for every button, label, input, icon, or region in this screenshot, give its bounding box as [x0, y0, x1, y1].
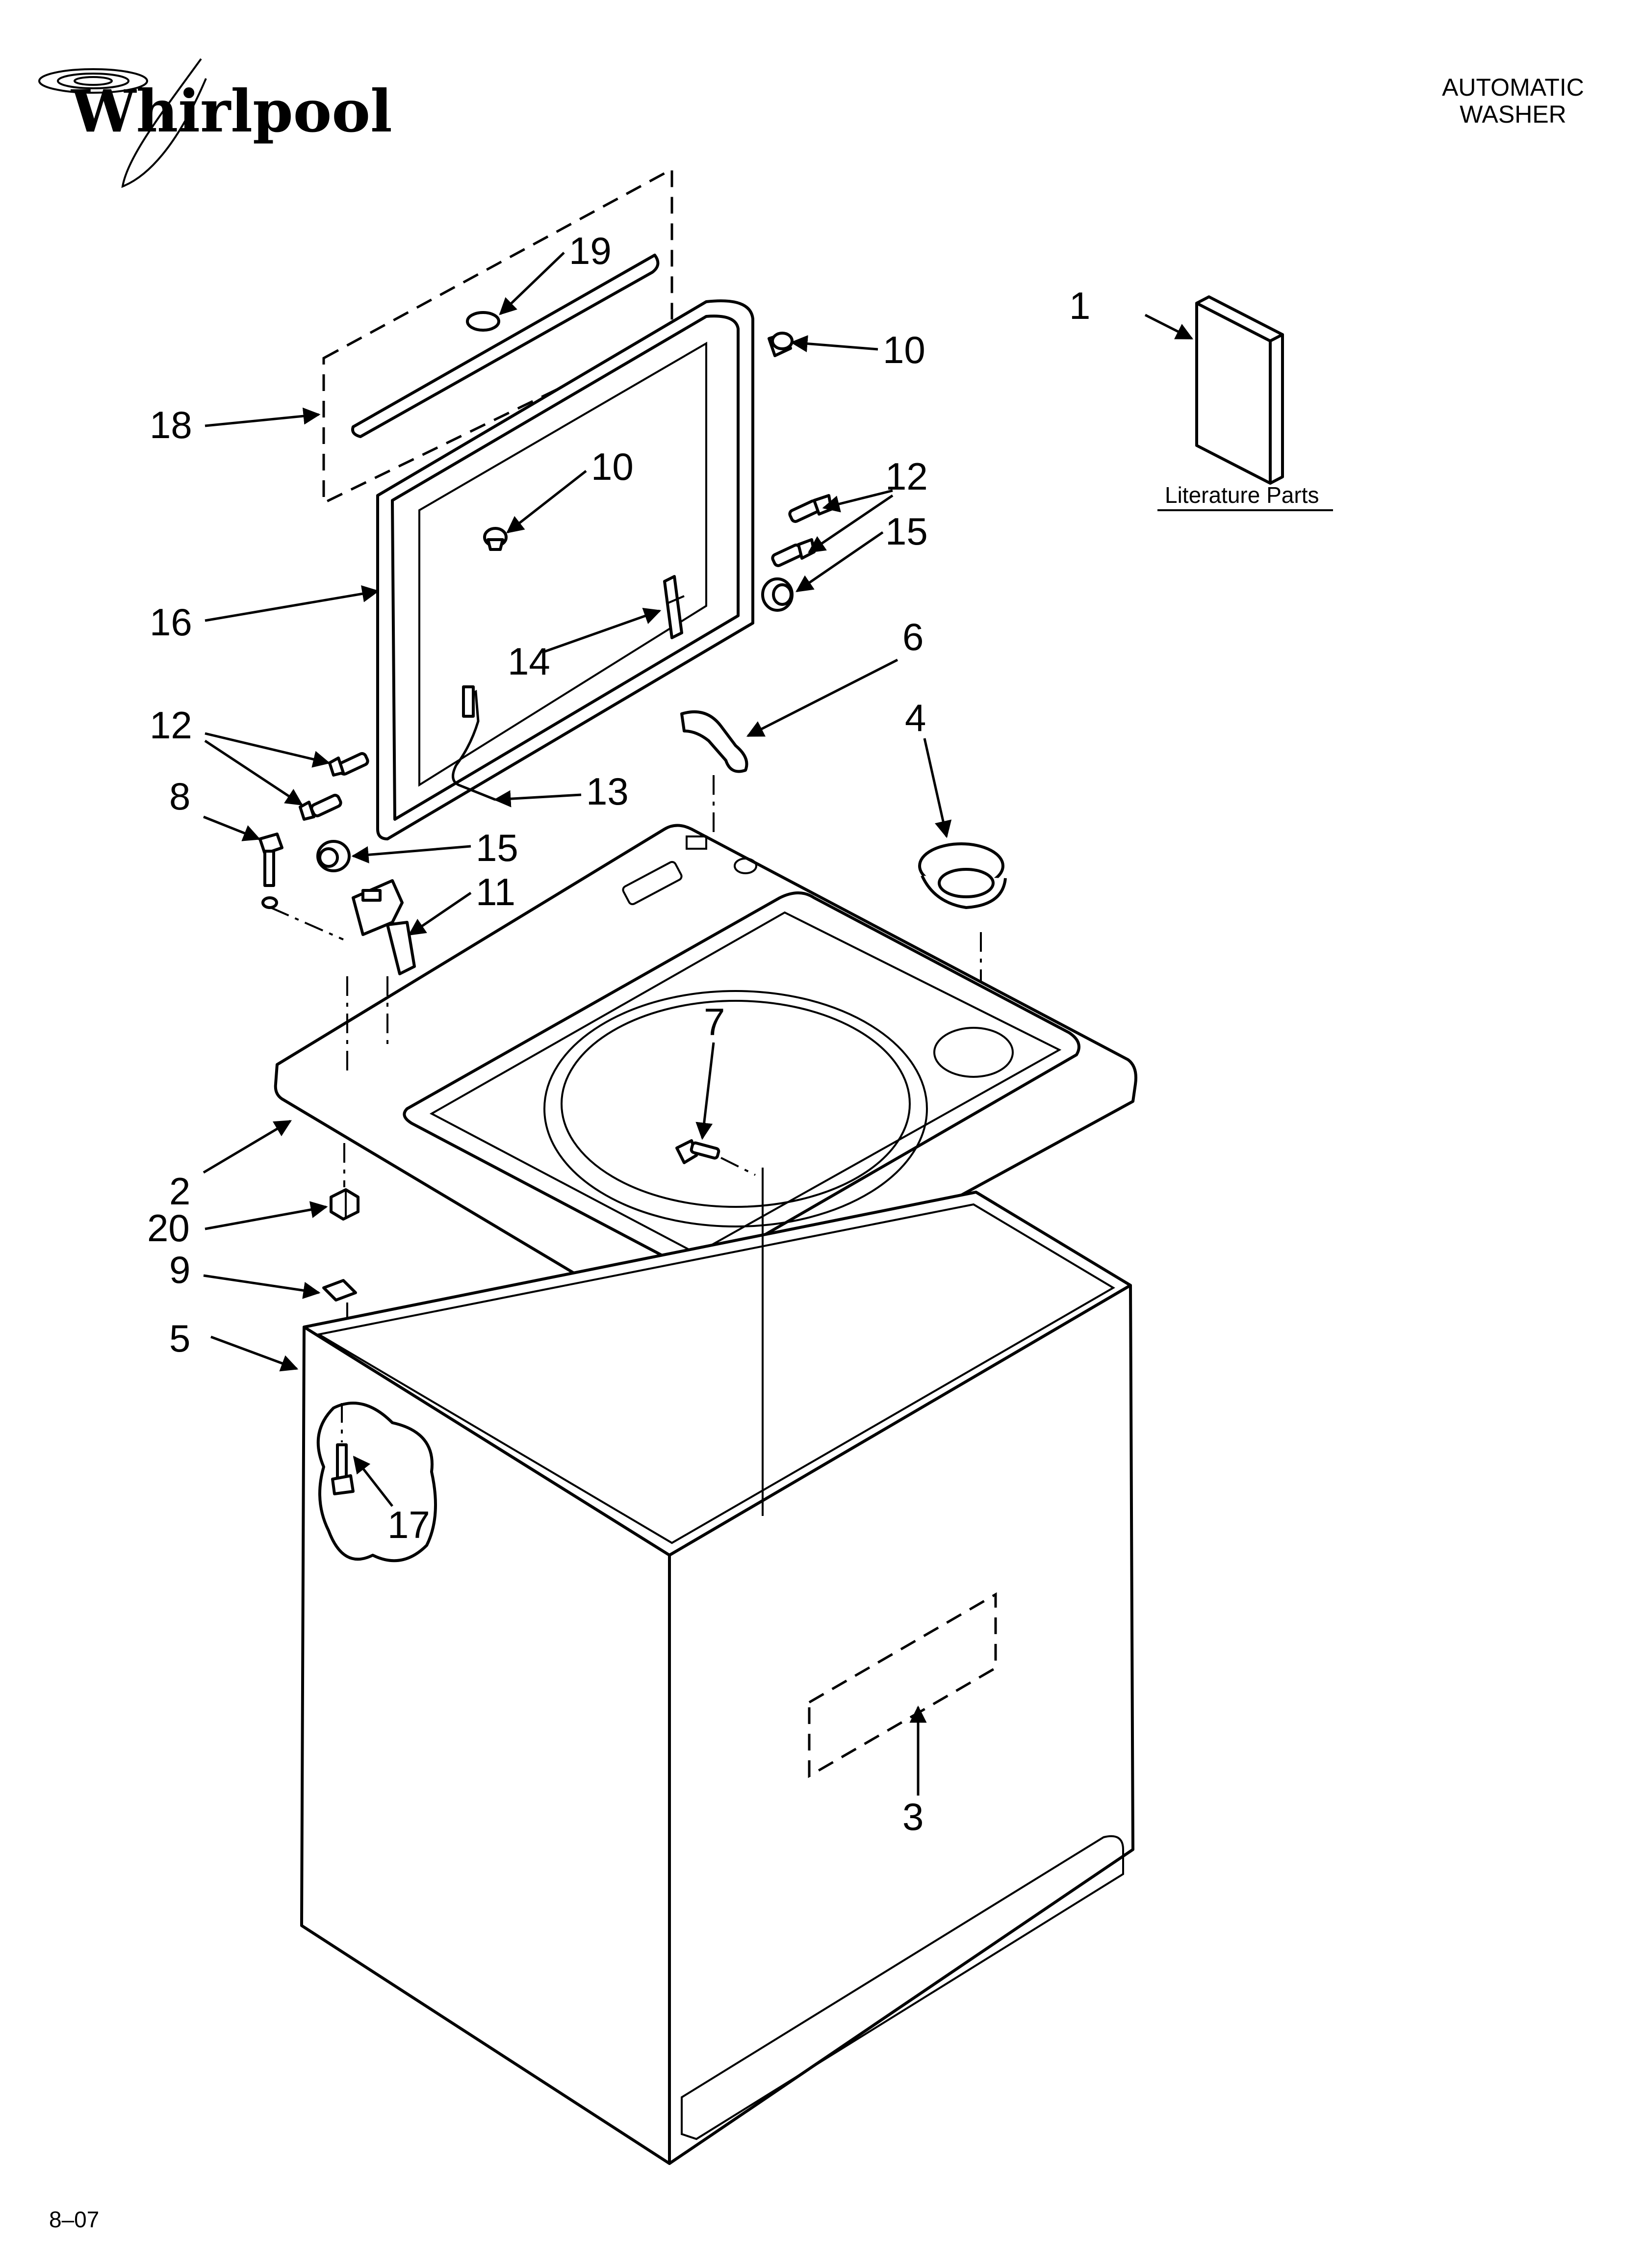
callout-1: 1	[1069, 284, 1090, 327]
callout-3: 3	[902, 1795, 924, 1838]
callout-5: 5	[169, 1317, 190, 1360]
bumper-10-top	[768, 332, 794, 357]
callout-18: 18	[150, 403, 192, 446]
literature-parts-label: Literature Parts	[1165, 482, 1319, 508]
footer-code: 8–07	[49, 2207, 99, 2232]
serial-label-3-outline	[808, 1592, 997, 1778]
screw-12-left-b	[299, 794, 342, 821]
fabric-softener-dispenser-4	[918, 842, 1007, 909]
hinge-bushing-15-left	[316, 840, 351, 872]
screw-12-top-a	[788, 494, 833, 523]
callout-17: 17	[387, 1503, 430, 1546]
lid-switch-actuator-13	[452, 685, 496, 801]
brand-logo-text: Whirlpool	[70, 77, 392, 145]
callout-15-top: 15	[885, 510, 928, 553]
leader-lines	[203, 252, 952, 1796]
callout-8: 8	[169, 775, 190, 818]
literature-parts-booklet	[1195, 295, 1284, 485]
clip-9	[322, 1279, 357, 1302]
callout-10-mid: 10	[591, 445, 634, 488]
screw-12-top-b	[771, 538, 816, 567]
bleach-dispenser-clip-6	[680, 710, 748, 773]
callout-11: 11	[476, 870, 515, 913]
callout-9: 9	[169, 1248, 190, 1291]
callout-13: 13	[586, 770, 629, 813]
hinge-bushing-15-top	[761, 577, 794, 612]
screw-17	[331, 1443, 355, 1495]
whirlpool-logo: Whirlpool	[38, 58, 392, 188]
document-title-line1: AUTOMATIC	[1442, 74, 1584, 101]
callout-19: 19	[569, 229, 612, 272]
callout-2: 2	[169, 1170, 190, 1213]
lid-switch-11	[352, 879, 416, 975]
screw-12-left-a	[328, 752, 369, 777]
callout-12-left: 12	[150, 704, 192, 747]
lid-bumper-19	[466, 311, 500, 332]
screw-8	[258, 833, 283, 909]
document-title-line2: WASHER	[1460, 101, 1566, 128]
callout-7: 7	[704, 1000, 725, 1043]
cabinet-cutaway	[316, 1402, 437, 1563]
cabinet-5	[300, 1168, 1134, 2165]
leader-1	[1144, 313, 1194, 340]
callout-6: 6	[902, 615, 924, 658]
lid-trim-strip	[351, 254, 660, 438]
bumper-10-mid	[483, 527, 508, 551]
screw-8-centerline	[270, 907, 344, 940]
callout-20: 20	[147, 1206, 190, 1250]
screw-7	[675, 1139, 720, 1164]
callout-4: 4	[905, 696, 926, 739]
callout-15-left: 15	[476, 826, 518, 869]
nut-20	[330, 1188, 359, 1221]
callout-16: 16	[150, 600, 192, 644]
lid-hinge-14	[663, 575, 685, 639]
callout-14: 14	[508, 640, 550, 683]
callout-10-top: 10	[883, 328, 925, 371]
screw-7-centerline	[720, 1157, 756, 1176]
